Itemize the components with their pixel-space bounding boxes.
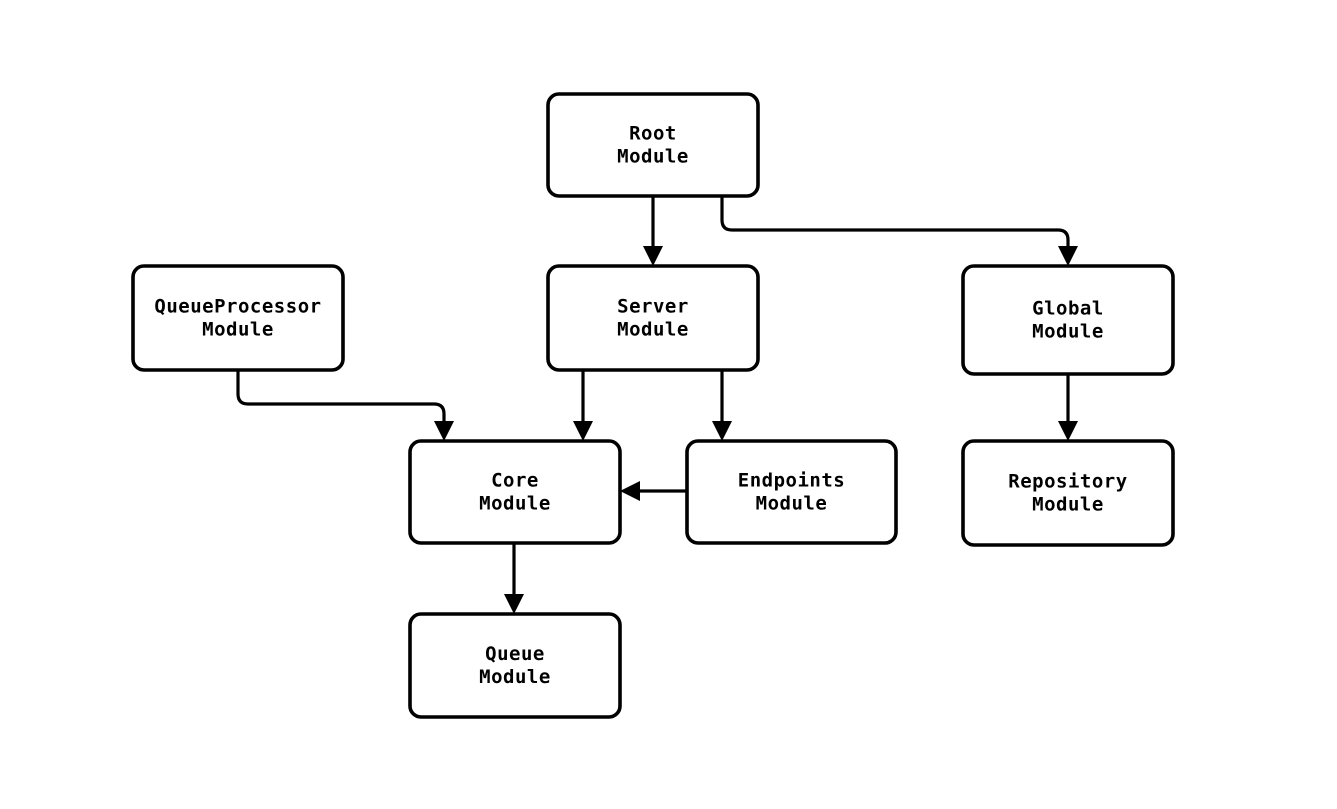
edge-core-to-queue [504, 543, 524, 614]
node-label-line1: Endpoints [738, 470, 845, 492]
node-label-line2: Module [756, 493, 828, 515]
arrowhead-icon [712, 421, 732, 441]
node-label-line1: Core [491, 470, 539, 492]
node-label-line2: Module [617, 146, 689, 168]
edge-queueprocessor-to-core [236, 370, 454, 441]
node-label-line1: Queue [485, 643, 545, 665]
arrowhead-icon [643, 246, 663, 266]
edge-global-to-repository [1058, 374, 1078, 441]
edge-server-to-endpoints [712, 370, 732, 441]
edge-endpoints-to-core [620, 481, 687, 501]
node-label-line2: Module [1032, 494, 1104, 516]
node-box[interactable] [408, 439, 622, 545]
arrowhead-icon [1058, 246, 1078, 266]
edges-layer [236, 196, 1078, 614]
node-label-line2: Module [1032, 321, 1104, 343]
node-label-line1: QueueProcessor [154, 296, 321, 318]
node-label-line2: Module [479, 666, 551, 688]
edge-server-to-core [573, 370, 593, 441]
node-label-line1: Global [1032, 298, 1104, 320]
node-box[interactable] [546, 92, 760, 198]
node-box[interactable] [131, 264, 345, 372]
node-box[interactable] [961, 439, 1175, 547]
node-label-line2: Module [202, 319, 274, 341]
node-box[interactable] [961, 264, 1175, 376]
nodes-layer: RootModuleQueueProcessorModuleServerModu… [131, 92, 1175, 719]
node-box[interactable] [685, 439, 898, 545]
node-box[interactable] [408, 612, 622, 719]
node-label-line1: Root [629, 123, 677, 145]
arrowhead-icon [620, 481, 640, 501]
edge-root-to-server [643, 196, 663, 266]
arrowhead-icon [504, 594, 524, 614]
arrowhead-icon [434, 421, 454, 441]
node-label-line1: Repository [1008, 471, 1127, 493]
arrowhead-icon [573, 421, 593, 441]
node-label-line2: Module [479, 493, 551, 515]
node-label-line1: Server [617, 296, 689, 318]
edge-line [236, 370, 446, 427]
edge-line [720, 196, 1070, 252]
edge-root-to-global [720, 196, 1078, 266]
arrowhead-icon [1058, 421, 1078, 441]
node-label-line2: Module [617, 319, 689, 341]
node-box[interactable] [546, 264, 760, 372]
